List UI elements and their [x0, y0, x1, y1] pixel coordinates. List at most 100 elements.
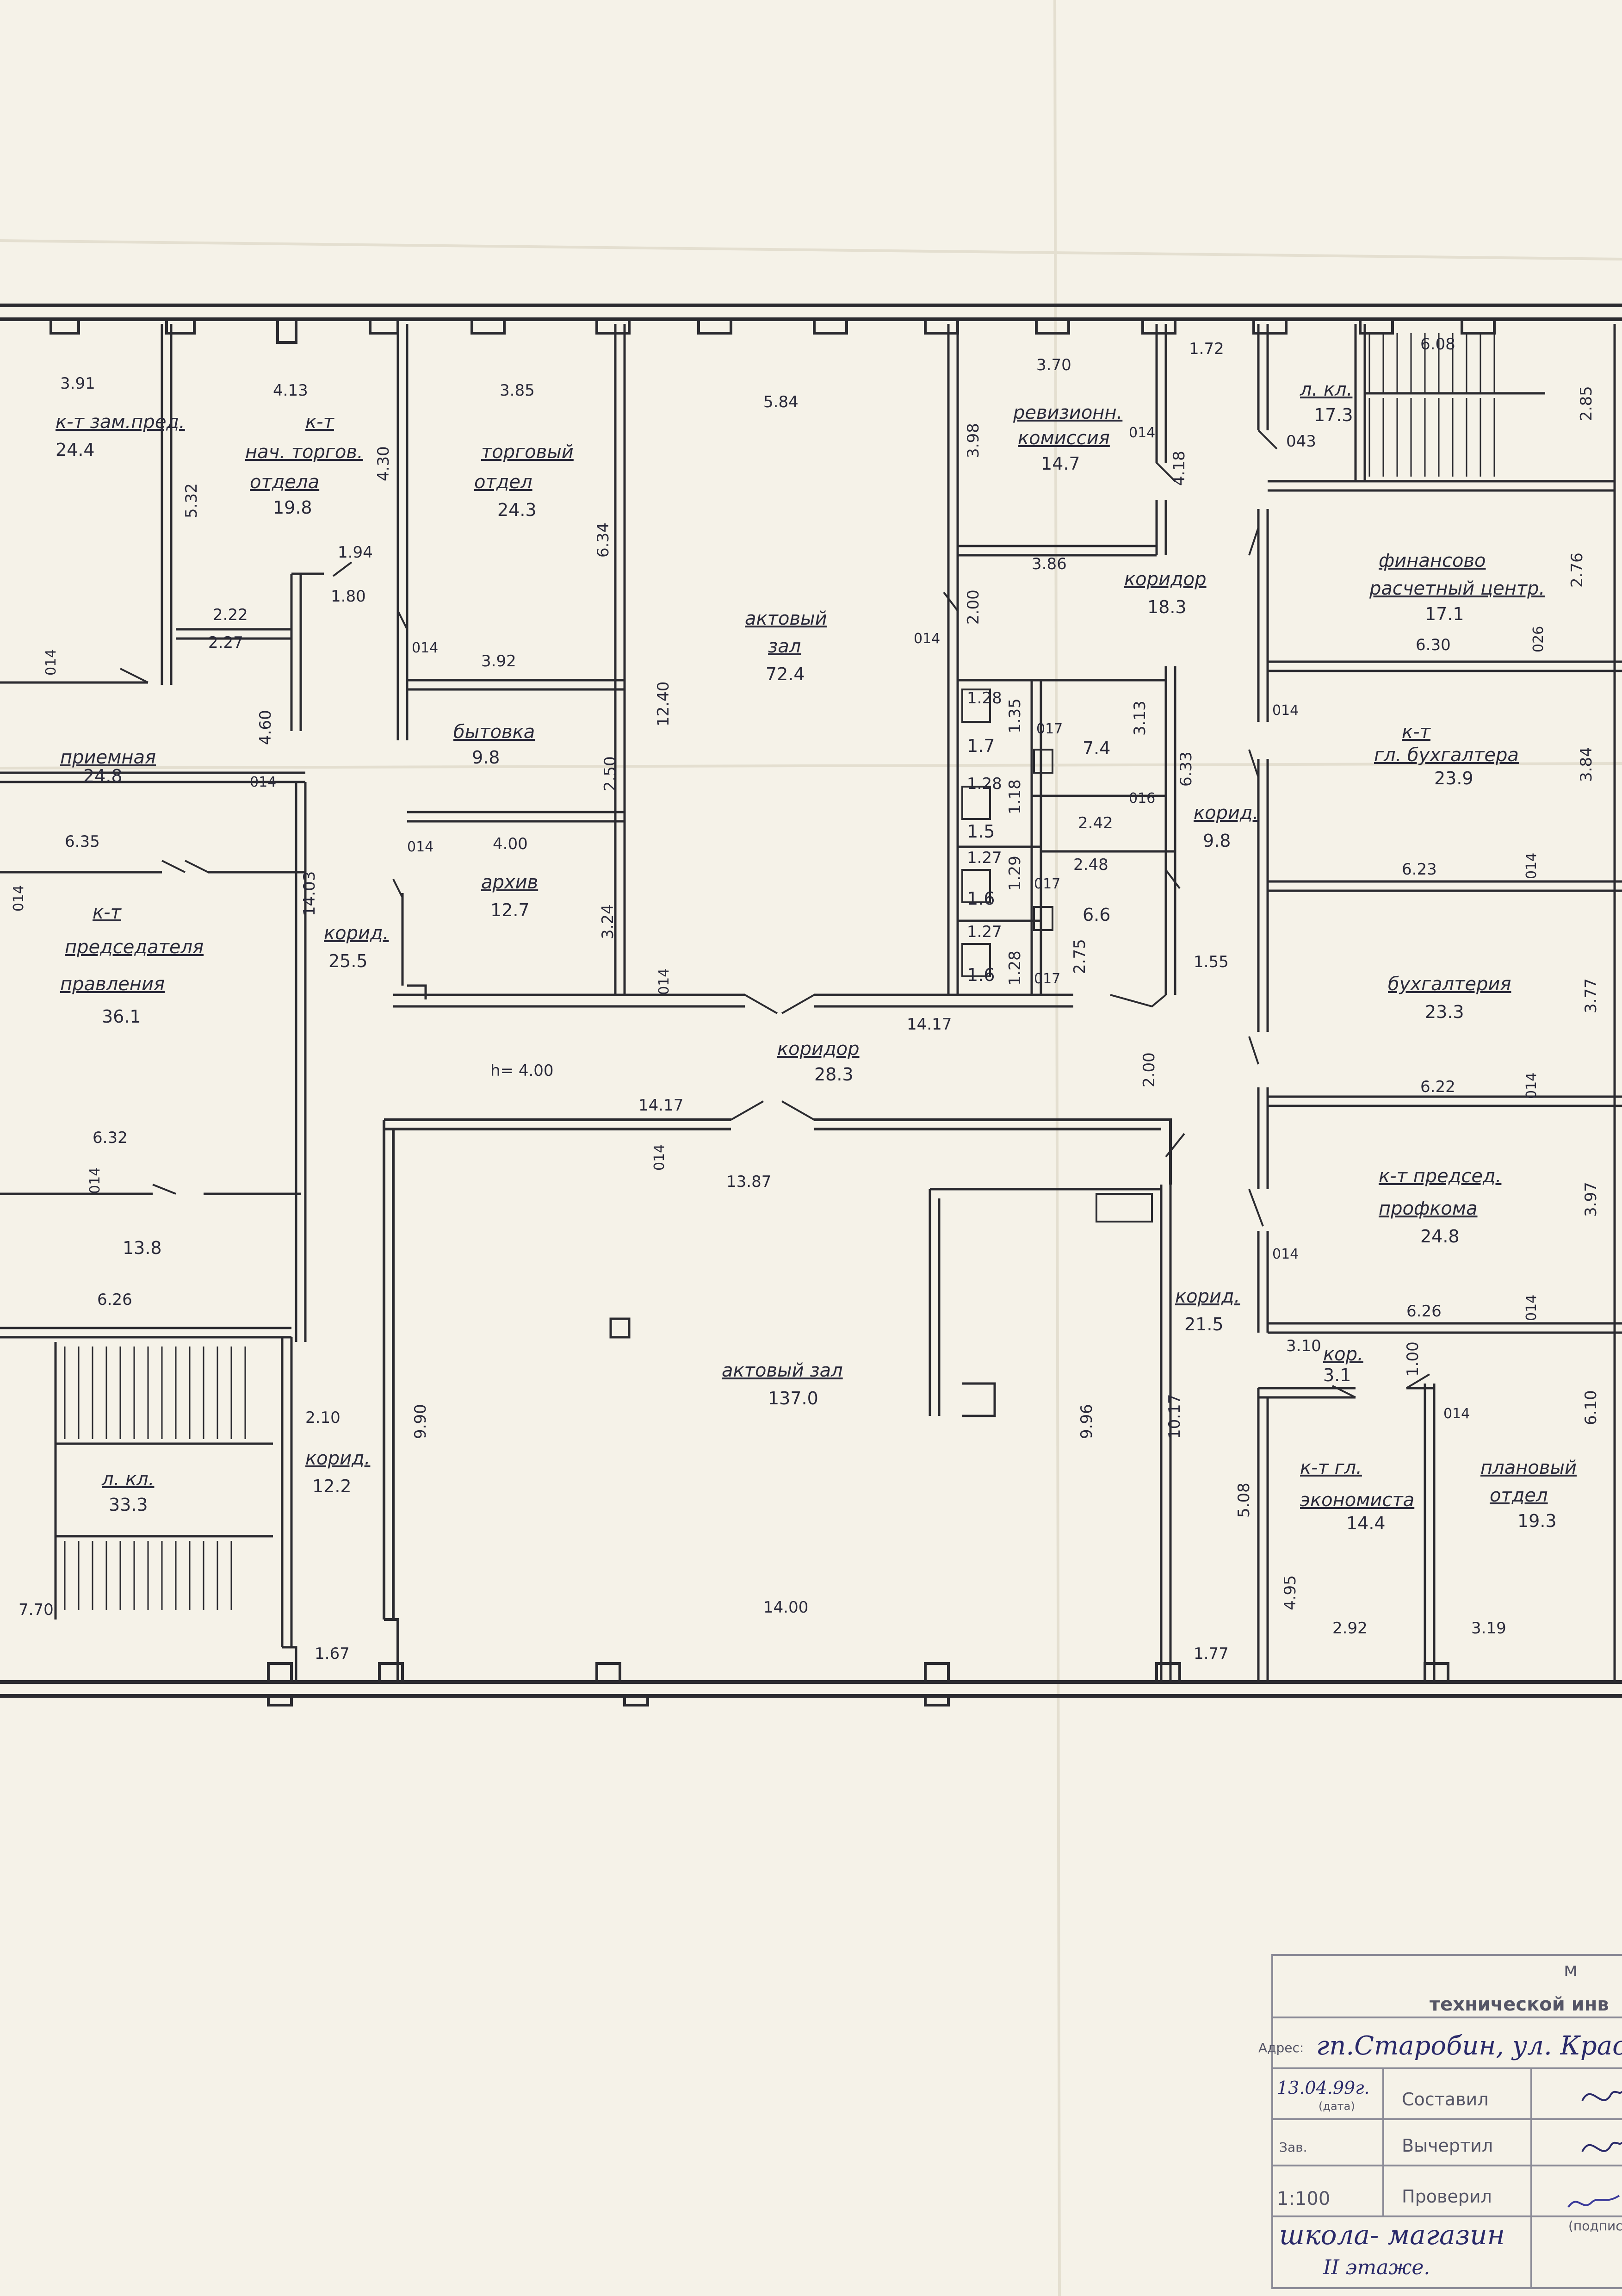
dimension: 6.10: [1582, 1390, 1600, 1425]
room-name: л. кл.: [1300, 379, 1352, 400]
stamp-row-compiled: Составил: [1402, 2089, 1488, 2110]
room-name: приемная: [60, 747, 156, 768]
room-area: 1.6: [967, 888, 995, 909]
title-block: м технической инв Адрес: гп.Старобин, ул…: [1258, 1954, 1622, 2289]
dimension: 3.91: [60, 374, 95, 393]
room-name: гл. бухгалтера: [1374, 745, 1519, 766]
stamp-row-prefix: Зав.: [1279, 2140, 1307, 2155]
room-name: л. кл.: [101, 1469, 154, 1490]
door-width: 014: [651, 1144, 668, 1171]
door-width: 014: [1523, 853, 1540, 879]
door-width: 017: [1034, 876, 1060, 892]
dimension: 14.00: [763, 1598, 808, 1617]
room-area: 28.3: [814, 1064, 854, 1085]
dimension: 6.35: [65, 832, 100, 851]
room-name: правления: [60, 974, 165, 995]
room-area: 7.4: [1083, 738, 1110, 758]
door-labels: 014 014 014 014 014 014 014 014 014 014 …: [11, 425, 1547, 1422]
walls: [0, 304, 1622, 1706]
dimension: 2.75: [1071, 939, 1089, 974]
room-area: 19.3: [1517, 1511, 1557, 1531]
room-area: 36.1: [102, 1006, 141, 1027]
dimension: 12.40: [654, 682, 673, 726]
dimension: 6.26: [1406, 1302, 1442, 1321]
door-width: 014: [412, 640, 438, 656]
dimension: 4.00: [493, 835, 528, 853]
dimension: 3.98: [964, 423, 983, 458]
room-area: 6.6: [1083, 905, 1110, 925]
room-name: к-т: [305, 411, 335, 433]
signature-mark: [1581, 2091, 1622, 2101]
dimension: 1.28: [967, 689, 1002, 707]
door-width: 014: [43, 649, 59, 676]
room-name: плановый: [1480, 1457, 1577, 1478]
room-name: отдел: [1490, 1485, 1548, 1506]
room-area: 33.3: [109, 1495, 148, 1515]
room-area: 23.3: [1425, 1002, 1464, 1022]
door-width: 014: [11, 885, 27, 912]
door-width: 026: [1530, 626, 1547, 652]
dimension: 6.34: [594, 522, 613, 558]
room-name: профкома: [1379, 1198, 1478, 1219]
room-name: коридор: [777, 1038, 860, 1060]
stamp-header-top: м: [1564, 1959, 1578, 1980]
door-width: 014: [656, 968, 672, 995]
dimension: 3.70: [1036, 356, 1071, 374]
room-area: 13.8: [123, 1238, 162, 1258]
stamp-date: 13.04.99г.: [1277, 2078, 1370, 2098]
dimension: 13.87: [726, 1173, 771, 1191]
dimension: 043: [1286, 432, 1316, 451]
dimension: 4.30: [374, 446, 393, 481]
door-width: 014: [407, 839, 433, 855]
dimension: 5.08: [1235, 1483, 1253, 1518]
room-name: к-т гл.: [1300, 1457, 1362, 1478]
room-name: бытовка: [453, 721, 535, 743]
stamp-title: школа- магазин: [1279, 2219, 1505, 2251]
dimension: 1.28: [967, 775, 1002, 793]
room-name: бухгалтерия: [1388, 974, 1511, 995]
room-area: 21.5: [1184, 1314, 1224, 1334]
dimension: 6.26: [97, 1291, 132, 1309]
dimension: 14.17: [638, 1096, 683, 1115]
stamp-scale: 1:100: [1277, 2188, 1330, 2209]
door-width: 014: [1523, 1073, 1540, 1099]
room-area: 1.5: [967, 821, 995, 842]
room-name: корид.: [1175, 1286, 1240, 1307]
room-name: финансово: [1379, 550, 1486, 571]
dimension: 1.80: [331, 587, 366, 606]
dimension: 3.85: [500, 381, 535, 400]
stamp-sign-caption: (подпись): [1568, 2218, 1622, 2234]
room-area: 25.5: [328, 951, 368, 971]
room-area: 24.8: [83, 766, 123, 786]
dimension: 6.22: [1420, 1078, 1455, 1096]
room-area: 24.4: [56, 440, 95, 460]
dimension: 3.13: [1131, 701, 1149, 736]
dimension: 2.27: [208, 633, 243, 652]
room-labels: к-т зам.пред. 24.4 к-т нач. торгов. отде…: [56, 379, 1577, 1533]
dimension: 3.97: [1582, 1182, 1600, 1217]
dimension: 1.00: [1404, 1341, 1422, 1377]
dimension: 3.19: [1471, 1619, 1506, 1638]
room-name: корид.: [1194, 802, 1258, 824]
dimension: 3.24: [599, 904, 617, 939]
room-name: торговый: [481, 441, 574, 463]
dimension: 2.42: [1078, 814, 1113, 832]
dimension: 9.96: [1077, 1404, 1096, 1439]
stamp-address: гп.Старобин, ул. Краснозн: [1316, 2031, 1622, 2061]
stamp-header: технической инв: [1430, 1994, 1609, 2015]
dimension: 3.10: [1286, 1337, 1321, 1355]
dimension: 14.17: [907, 1015, 952, 1034]
stamp-date-caption: (дата): [1319, 2100, 1355, 2113]
room-name: корид.: [324, 923, 389, 944]
dimension: 1.29: [1006, 856, 1024, 891]
stamp-floor: II этаже.: [1323, 2256, 1430, 2279]
room-area: 14.7: [1041, 453, 1080, 474]
dimension-labels: 3.91 4.13 3.85 5.84 3.70 1.72 6.08 5.32 …: [19, 335, 1600, 1663]
door-width: 017: [1036, 721, 1063, 737]
door-width: 014: [1272, 702, 1299, 719]
dimension: 1.28: [1006, 950, 1024, 986]
dimension: 6.08: [1420, 335, 1455, 354]
room-name: комиссия: [1018, 428, 1110, 449]
